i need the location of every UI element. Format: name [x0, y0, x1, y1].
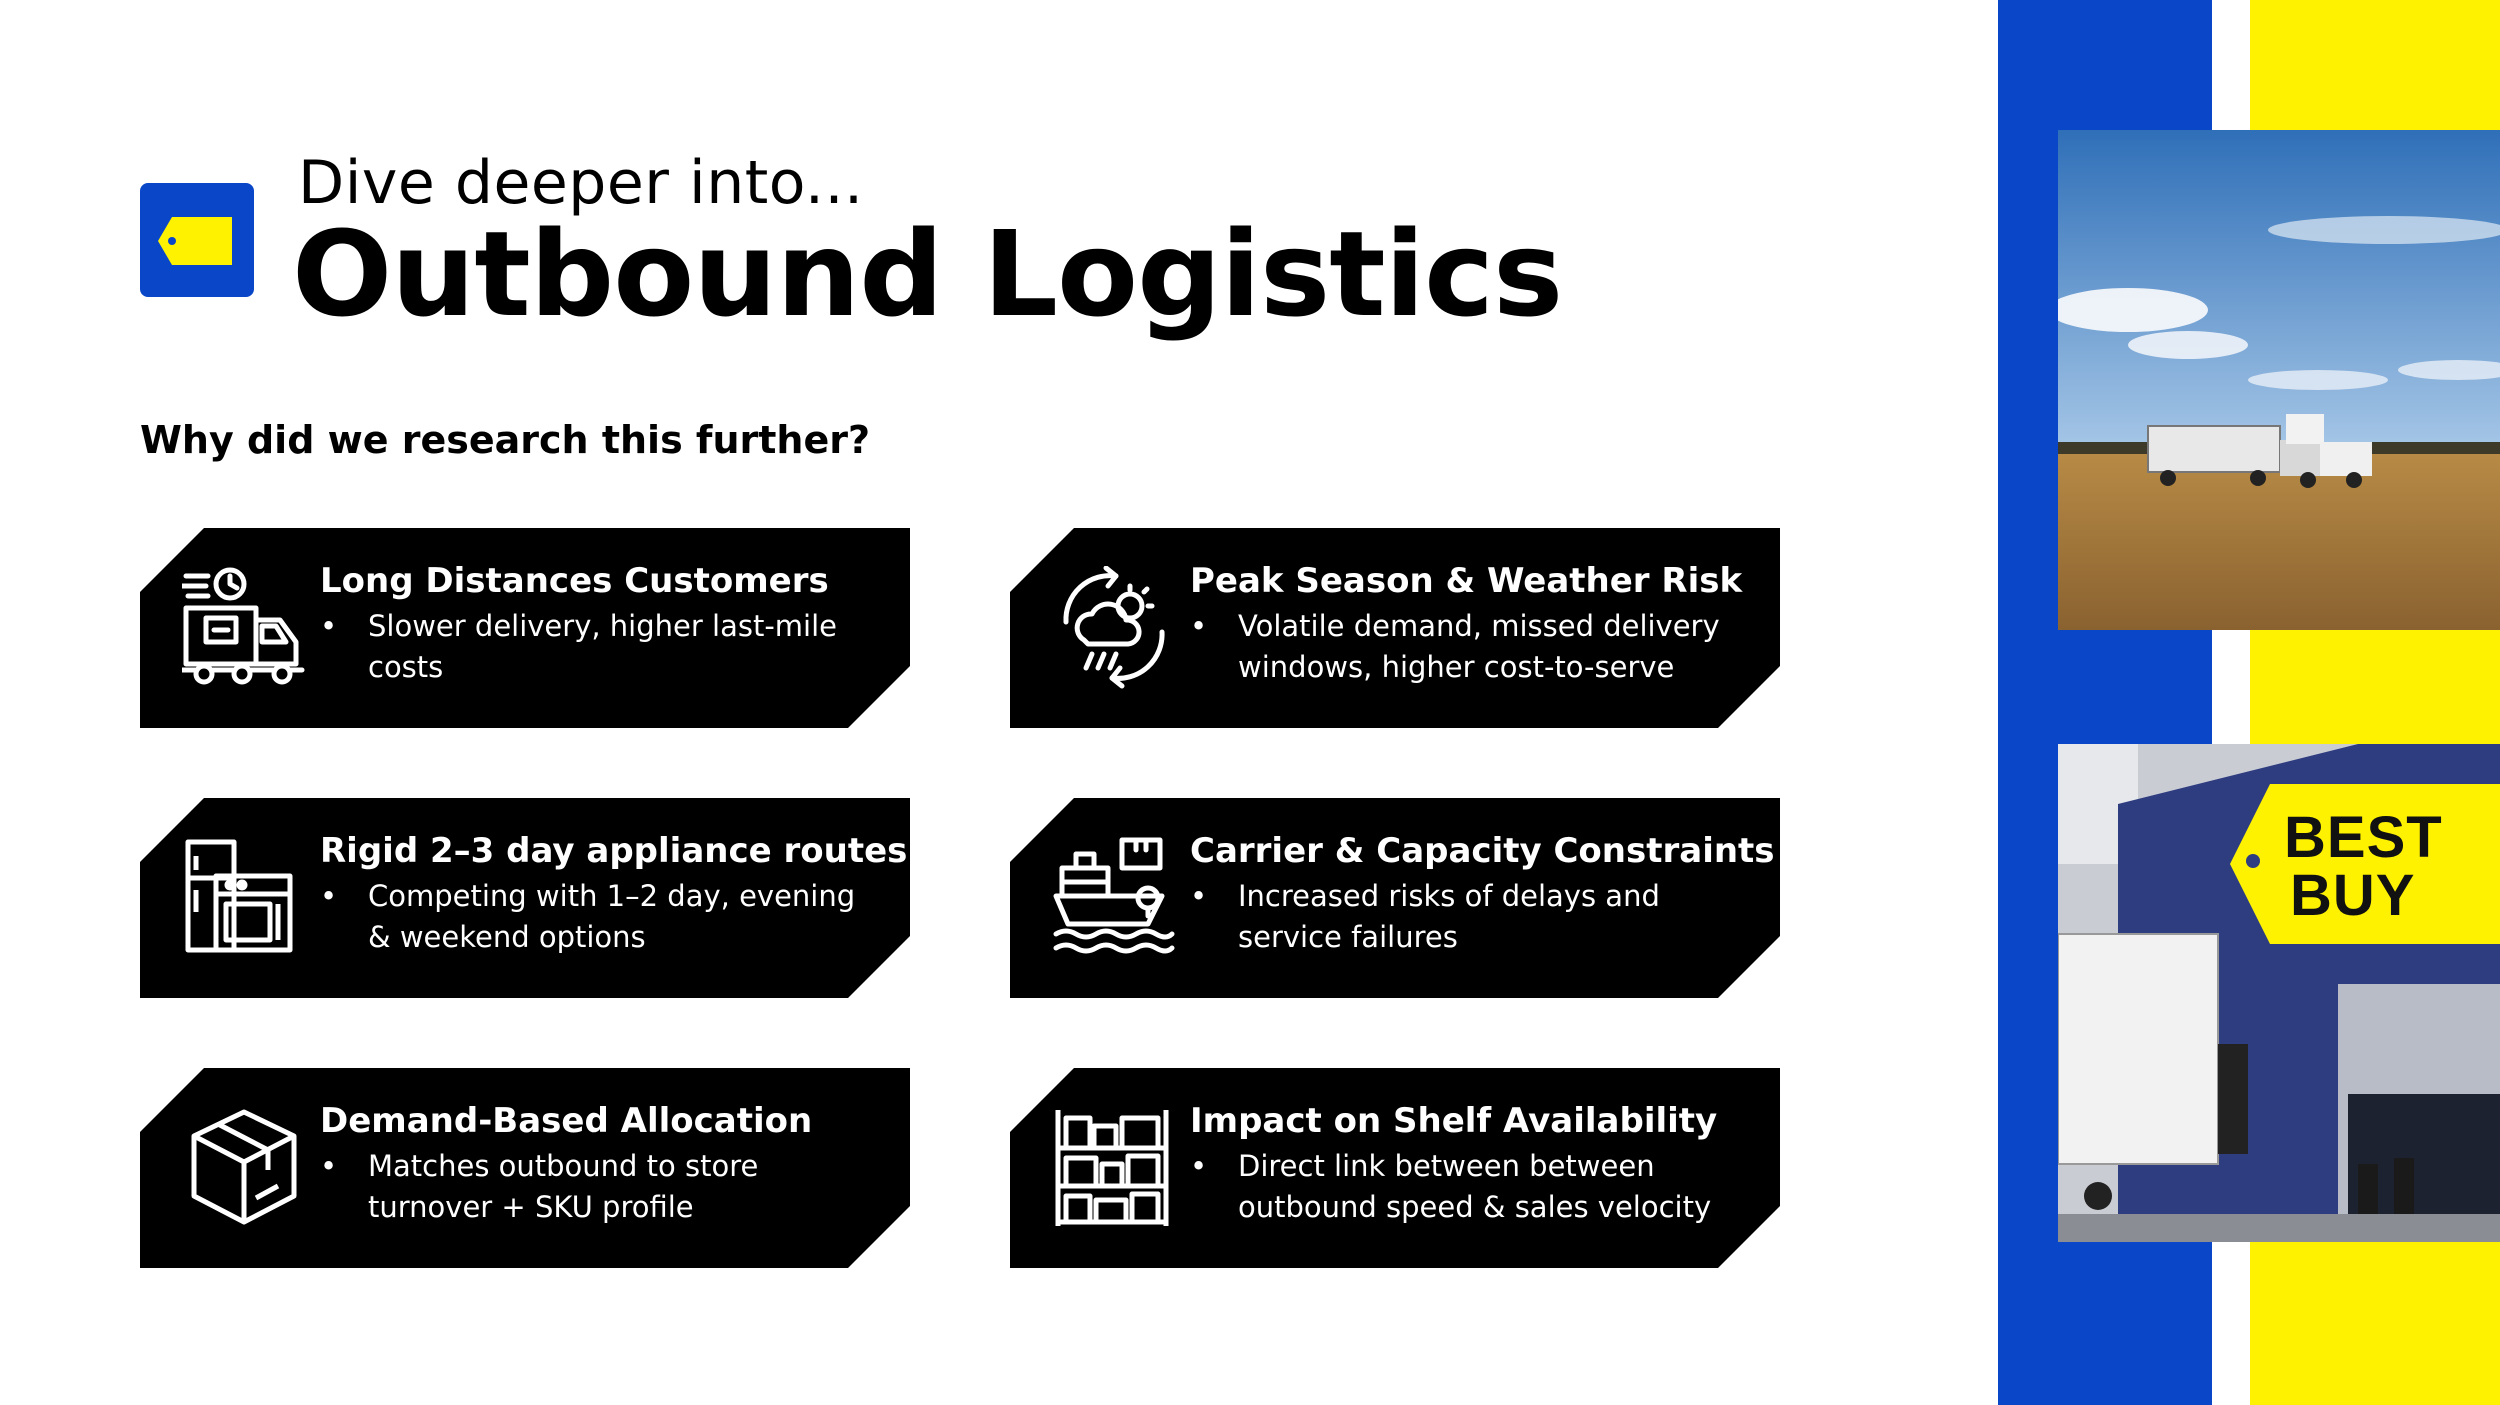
card-bullet: • Slower delivery, higher last-mile cost…	[320, 606, 880, 688]
sign-line-2: BUY	[2290, 863, 2416, 928]
card-title: Long Distances Customers	[320, 561, 829, 601]
card-long-distances: Long Distances Customers • Slower delive…	[140, 528, 910, 728]
bullet-text: Volatile demand, missed delivery windows…	[1238, 609, 1720, 684]
card-rigid-routes: Rigid 2–3 day appliance routes • Competi…	[140, 798, 910, 998]
brand-logo	[140, 183, 254, 297]
card-peak-season: Peak Season & Weather Risk • Volatile de…	[1010, 528, 1780, 728]
card-bullet: • Increased risks of delays and service …	[1190, 876, 1750, 958]
weather-cycle-icon	[1063, 566, 1165, 689]
bullet-marker: •	[1190, 609, 1208, 643]
best-buy-sign: BEST BUY	[2230, 784, 2500, 944]
bullet-text: Increased risks of delays and service fa…	[1238, 879, 1660, 954]
card-carrier-capacity: Carrier & Capacity Constraints • Increas…	[1010, 798, 1780, 998]
card-title: Carrier & Capacity Constraints	[1190, 831, 1775, 871]
bullet-marker: •	[1190, 1149, 1208, 1183]
bullet-text: Direct link between between outbound spe…	[1238, 1149, 1712, 1224]
price-tag-icon	[158, 217, 232, 265]
card-shelf-availability: Impact on Shelf Availability • Direct li…	[1010, 1068, 1780, 1268]
page-subtitle: Dive deeper into...	[298, 148, 864, 218]
card-demand-allocation: Demand-Based Allocation • Matches outbou…	[140, 1068, 910, 1268]
cargo-ship-icon	[1053, 837, 1175, 954]
truck-field-photo	[2058, 130, 2500, 630]
bullet-marker: •	[1190, 879, 1208, 913]
card-title: Peak Season & Weather Risk	[1190, 561, 1743, 601]
appliances-icon	[185, 839, 293, 953]
sign-line-1: BEST	[2284, 805, 2443, 870]
card-bullet: • Matches outbound to store turnover + S…	[320, 1146, 880, 1228]
bullet-marker: •	[320, 1149, 338, 1183]
warehouse-shelf-icon	[1055, 1110, 1169, 1226]
card-title: Demand-Based Allocation	[320, 1101, 813, 1141]
page-title: Outbound Logistics	[292, 205, 1563, 343]
card-title: Rigid 2–3 day appliance routes	[320, 831, 908, 871]
card-bullet: • Direct link between between outbound s…	[1190, 1146, 1750, 1228]
bullet-marker: •	[320, 609, 338, 643]
delivery-truck-clock-icon	[182, 567, 305, 685]
bullet-text: Slower delivery, higher last-mile costs	[368, 609, 837, 684]
card-bullet: • Competing with 1–2 day, evening & week…	[320, 876, 880, 958]
bullet-marker: •	[320, 879, 338, 913]
bullet-text: Matches outbound to store turnover + SKU…	[368, 1149, 759, 1224]
sign-hole-icon	[2246, 854, 2260, 868]
bullet-text: Competing with 1–2 day, evening & weeken…	[368, 879, 856, 954]
package-box-icon	[191, 1109, 297, 1225]
section-question: Why did we research this further?	[140, 418, 871, 462]
storefront-photo: BEST BUY	[2058, 744, 2500, 1242]
card-bullet: • Volatile demand, missed delivery windo…	[1190, 606, 1750, 688]
card-title: Impact on Shelf Availability	[1190, 1101, 1718, 1141]
